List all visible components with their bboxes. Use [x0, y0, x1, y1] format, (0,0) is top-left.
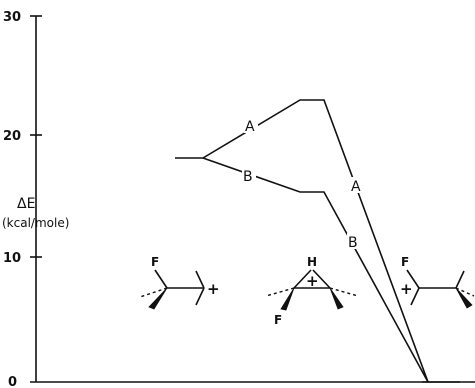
y-tick-label-0: 0 [8, 375, 17, 388]
path-a-label-bg-1 [244, 117, 258, 133]
y-axis-label: ΔE [17, 196, 35, 212]
middle-fluorine-label: F [274, 313, 282, 327]
left-cf-bond [154, 269, 168, 289]
left-cation-charge: + [207, 280, 220, 298]
path-b [202, 157, 429, 383]
right-structure: F + [400, 255, 475, 309]
path-a-label-1: A [245, 119, 255, 135]
right-down-bond [410, 287, 420, 306]
path-a [202, 99, 429, 383]
y-tick-label-10: 10 [3, 251, 21, 266]
middle-right-dashed-bond [329, 287, 359, 297]
path-a-label-bg-2 [350, 177, 364, 193]
left-structure: F + [139, 255, 220, 310]
left-fluorine-label: F [151, 255, 159, 269]
middle-cation-charge: + [306, 272, 319, 290]
middle-right-wedge [329, 287, 344, 310]
y-axis-unit: (kcal/mole) [2, 216, 69, 230]
right-wedge-bond [455, 287, 473, 309]
y-tick-label-30: 30 [3, 10, 21, 25]
path-b-label-bg-2 [347, 233, 361, 249]
middle-left-wedge [280, 287, 295, 311]
left-dashed-bond [139, 287, 168, 298]
right-up-bond [455, 270, 465, 289]
right-cation-charge: + [400, 280, 413, 298]
left-wedge-bond [148, 287, 168, 310]
middle-structure: H + F [265, 255, 359, 327]
middle-hydrogen-label: H [307, 255, 317, 269]
right-fluorine-label: F [401, 255, 409, 269]
path-b-label-2: B [348, 235, 358, 251]
left-up-bond [195, 270, 205, 289]
right-cf-bond [406, 269, 420, 289]
middle-right-bridge [312, 269, 331, 289]
left-down-bond [195, 287, 205, 306]
path-a-label-2: A [351, 179, 361, 195]
path-b-label-1: B [243, 169, 253, 185]
middle-left-bridge [293, 269, 312, 289]
path-b-label-bg-1 [242, 167, 256, 183]
y-tick-label-20: 20 [3, 129, 21, 144]
middle-left-dashed-bond [265, 287, 295, 297]
